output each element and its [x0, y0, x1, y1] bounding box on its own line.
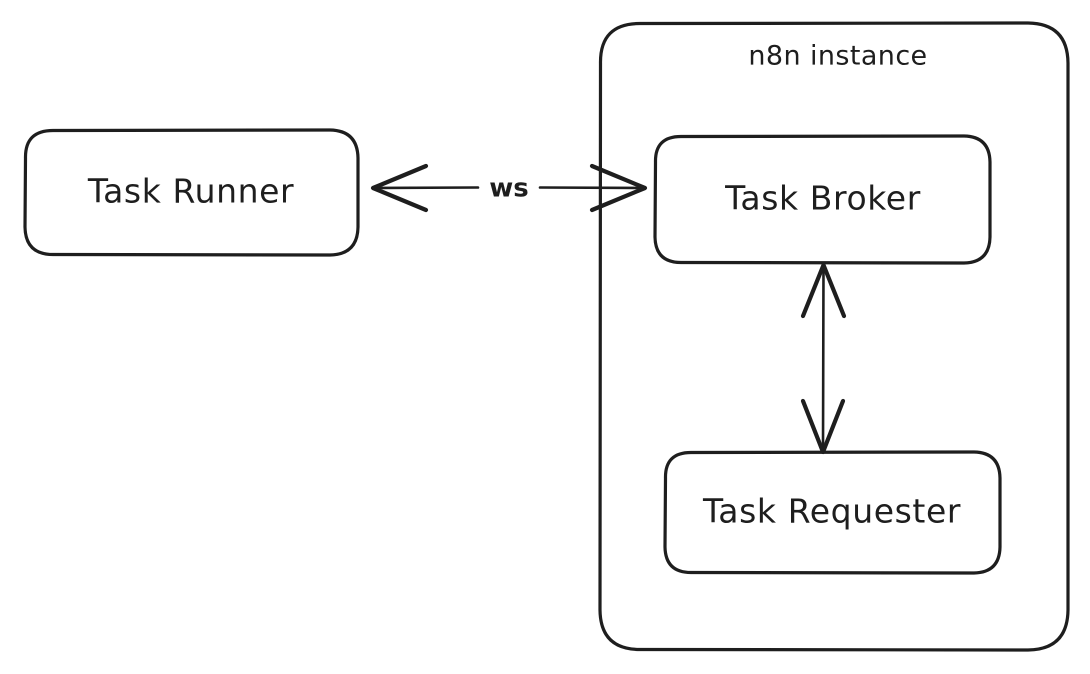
edge-task-runner-to-task-broker[interactable]: ws — [370, 163, 648, 213]
container-n8n-instance-label: n8n instance — [748, 41, 927, 72]
node-task-broker[interactable]: Task Broker — [653, 134, 992, 265]
edge-ws-arrowhead-left — [370, 163, 429, 213]
container-n8n-instance[interactable]: n8n instance — [598, 21, 1070, 652]
container-n8n-instance-outline — [598, 21, 1070, 652]
edge-ws-label: ws — [489, 174, 529, 204]
edge-broker-requester-arrowhead-bottom — [800, 398, 846, 455]
edge-broker-requester-line — [821, 265, 825, 452]
edge-ws-arrowhead-right — [589, 163, 648, 213]
node-task-runner-label: Task Runner — [87, 172, 294, 211]
node-task-broker-label: Task Broker — [724, 179, 921, 218]
edge-ws-label-backdrop — [481, 170, 537, 206]
edge-broker-requester-arrowhead-top — [800, 262, 847, 319]
node-task-requester-outline — [663, 450, 1002, 575]
node-task-requester[interactable]: Task Requester — [663, 450, 1002, 575]
node-task-runner-outline — [23, 128, 360, 257]
edge-ws-line-right — [538, 186, 645, 190]
edge-ws-line-left — [374, 186, 480, 190]
node-task-runner[interactable]: Task Runner — [23, 128, 360, 257]
edge-task-broker-to-task-requester[interactable] — [800, 262, 847, 455]
node-task-broker-outline — [653, 134, 992, 265]
node-task-requester-label: Task Requester — [702, 492, 961, 531]
